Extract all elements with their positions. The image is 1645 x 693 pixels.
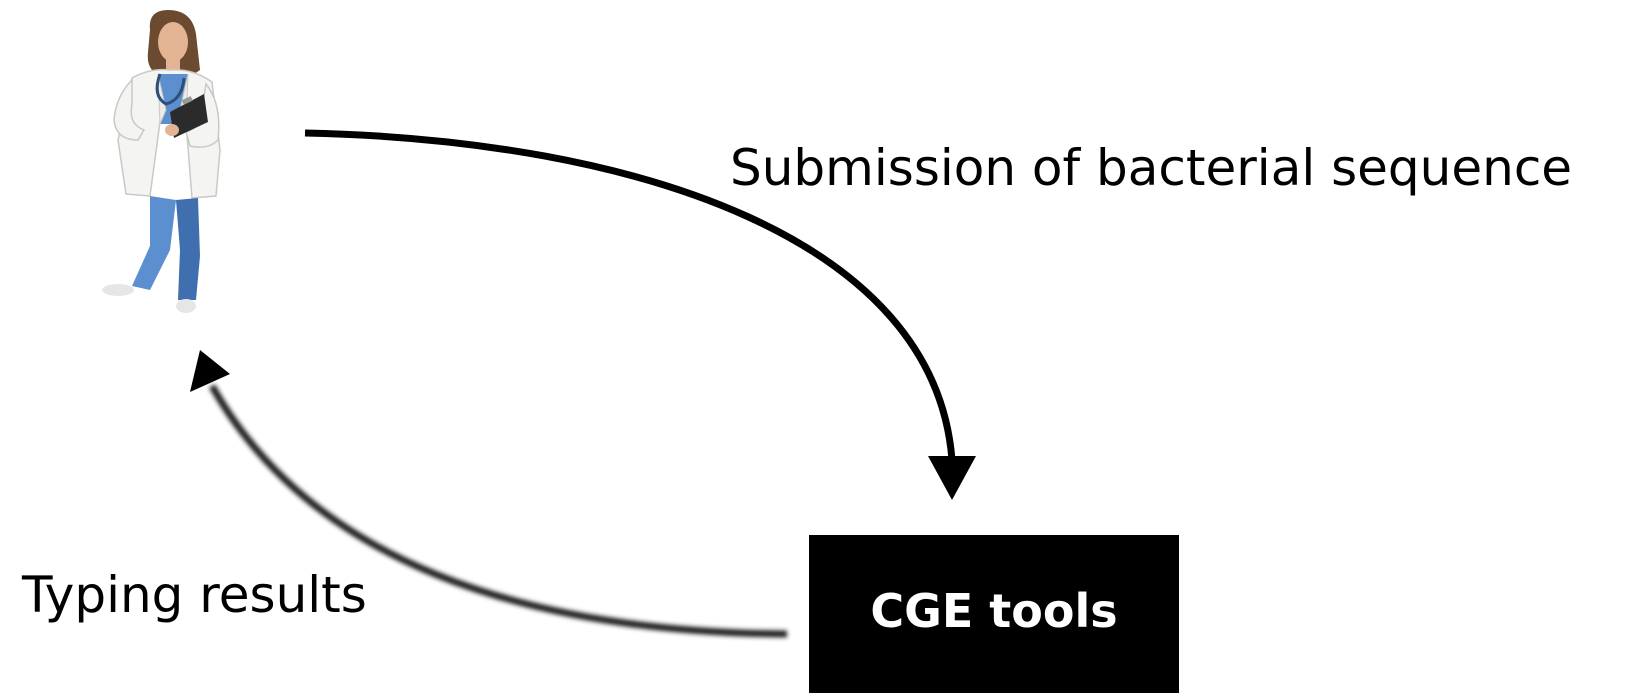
typing-results-label: Typing results (22, 566, 367, 624)
clipboard-icon (170, 94, 208, 138)
submission-arrow-path (304, 129, 956, 461)
submission-arrowhead (928, 456, 976, 500)
typing-arrow (208, 384, 788, 638)
cge-tools-box: CGE tools (809, 535, 1179, 693)
doctor-figure (102, 10, 221, 313)
cge-tools-label: CGE tools (870, 584, 1118, 638)
stethoscope-icon (155, 73, 186, 106)
typing-arrowhead (190, 350, 230, 392)
submission-label: Submission of bacterial sequence (730, 139, 1573, 197)
